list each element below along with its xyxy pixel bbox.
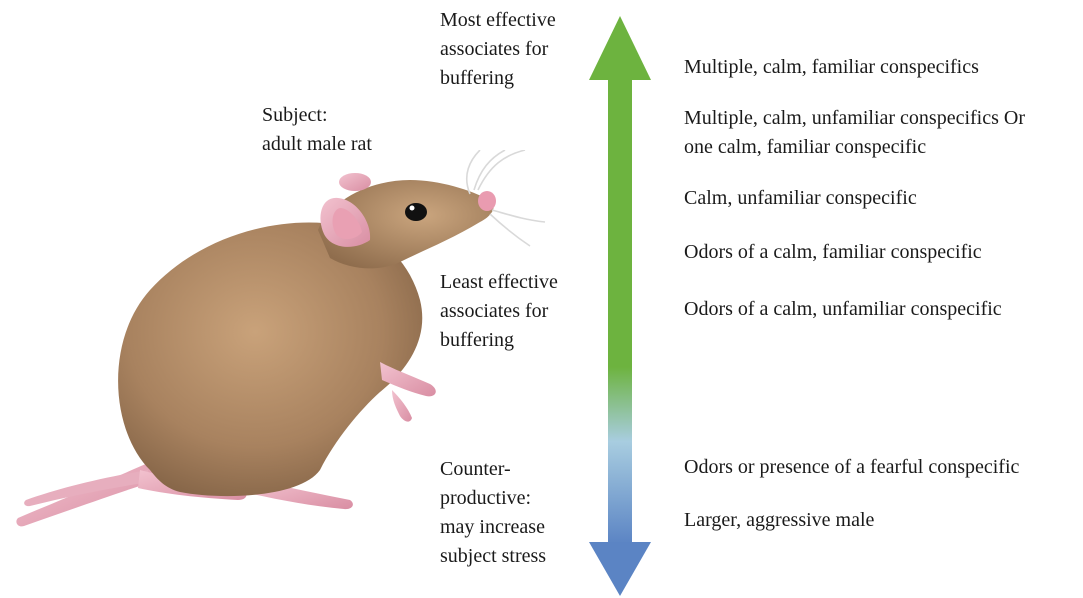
tail <box>16 462 158 526</box>
associate-item-5: Odors of a calm, unfamiliar conspecific <box>684 295 1002 324</box>
associate-item-1: Multiple, calm, familiar conspecifics <box>684 53 979 82</box>
nose <box>478 191 496 211</box>
least-effective-label: Least effective associates for buffering <box>440 268 558 355</box>
arrow-shaft <box>608 78 632 544</box>
associate-item-7: Larger, aggressive male <box>684 506 874 535</box>
associate-item-3: Calm, unfamiliar conspecific <box>684 184 917 213</box>
counter-productive-label: Counter- productive: may increase subjec… <box>440 455 546 571</box>
ear-back <box>339 173 371 191</box>
front-paw <box>380 362 436 396</box>
subject-label: Subject: adult male rat <box>262 101 372 159</box>
eye <box>405 203 427 221</box>
effectiveness-arrow <box>585 14 655 596</box>
associate-item-6: Odors or presence of a fearful conspecif… <box>684 453 1019 482</box>
associate-item-4: Odors of a calm, familiar conspecific <box>684 238 982 267</box>
arrow-head-up <box>589 16 651 80</box>
associate-item-2: Multiple, calm, unfamiliar conspecifics … <box>684 104 1025 162</box>
most-effective-label: Most effective associates for buffering <box>440 6 556 93</box>
arrow-head-down <box>589 542 651 596</box>
